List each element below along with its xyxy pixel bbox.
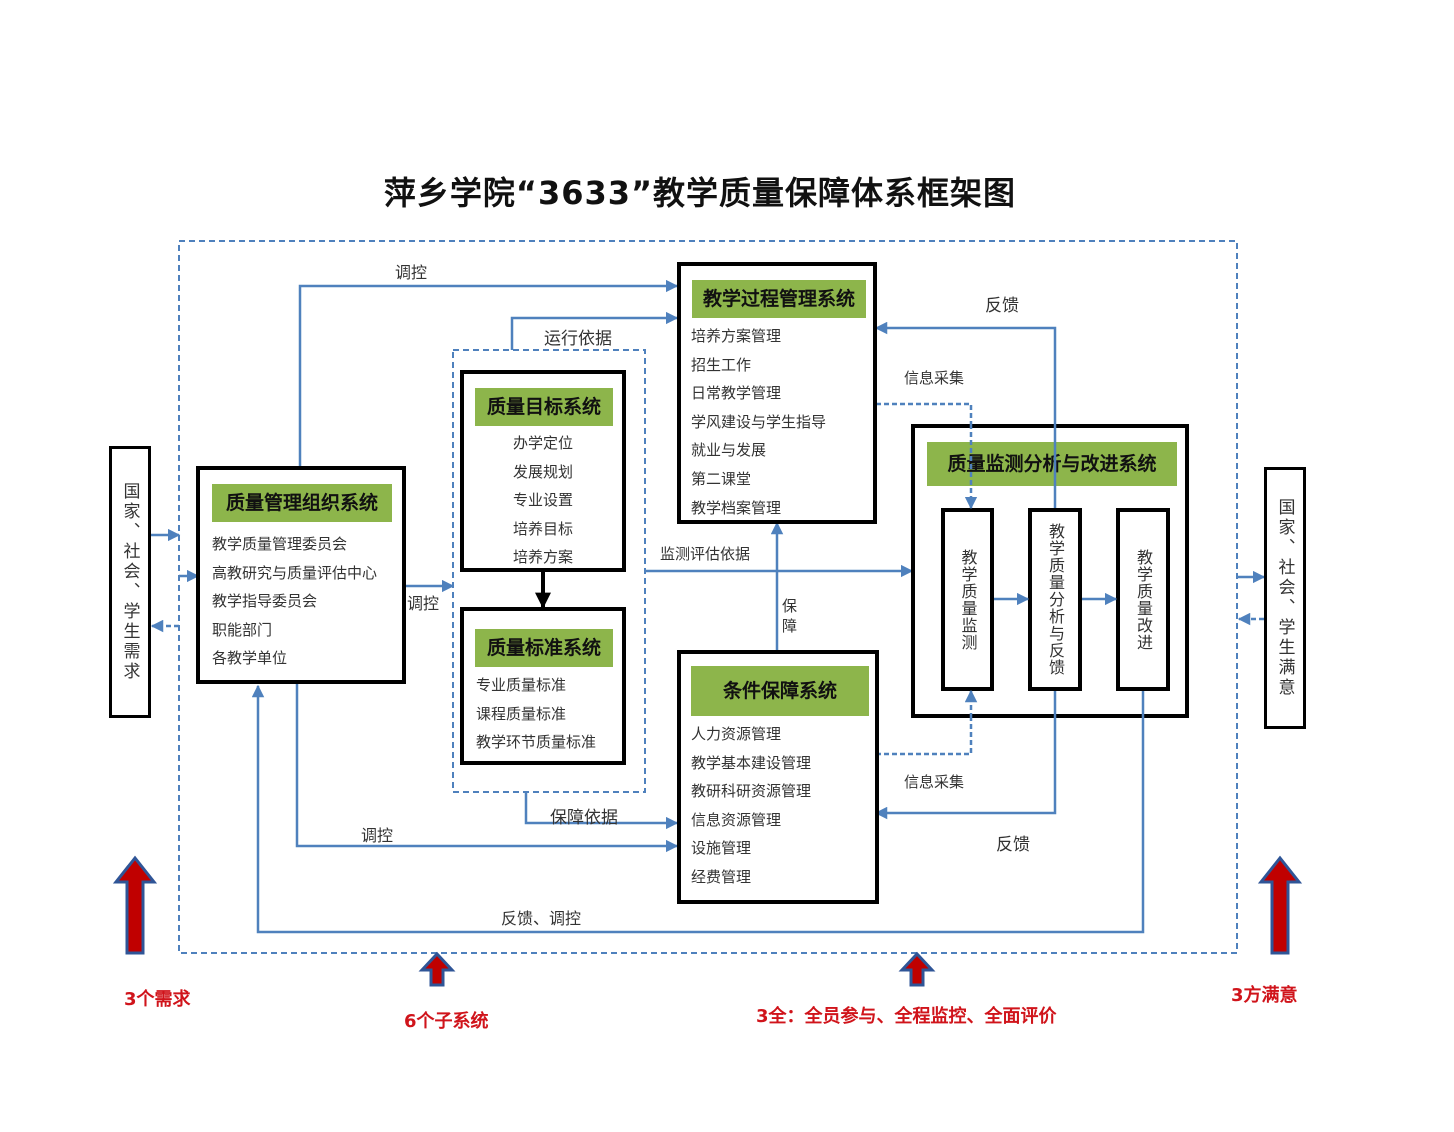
condition-item: 教研科研资源管理 (691, 782, 812, 801)
goal-system-items: 办学定位 发展规划 专业设置 培养目标 培养方案 (464, 429, 622, 572)
label-control-mid: 调控 (407, 594, 440, 613)
condition-item: 设施管理 (691, 839, 752, 858)
guarantee-basis-arrow (524, 792, 679, 830)
stage-monitoring-box: 教学质量监测 (941, 508, 994, 691)
annotation-satisfaction: 3方满意 (1231, 985, 1298, 1006)
standard-system-title: 质量标准系统 (475, 629, 613, 667)
annotation-needs: 3个需求 (124, 989, 191, 1010)
feedback-control-arrow (251, 684, 1145, 934)
annotation-three-all: 3全：全员参与、全程监控、全面评价 (756, 1006, 1057, 1027)
goal-item: 培养目标 (512, 519, 573, 538)
needs-box: 国家、社会、学生需求 (109, 446, 151, 718)
process-item: 招生工作 (691, 355, 752, 374)
label-info-collect-top: 信息采集 (904, 369, 965, 387)
goal-item: 办学定位 (512, 434, 573, 452)
org-system-box: 质量管理组织系统 教学质量管理委员会 高教研究与质量评估中心 教学指导委员会 职… (196, 466, 406, 684)
label-control-top: 调控 (395, 263, 428, 282)
process-item: 教学档案管理 (691, 498, 782, 517)
condition-item: 经费管理 (691, 867, 752, 886)
feedback-bottom-arrow (874, 690, 1057, 820)
stage-improve-box: 教学质量改进 (1116, 508, 1170, 691)
process-item: 培养方案管理 (691, 327, 782, 345)
org-system-items: 教学质量管理委员会 高教研究与质量评估中心 教学指导委员会 职能部门 各教学单位 (212, 530, 377, 673)
process-system-items: 培养方案管理 招生工作 日常教学管理 学风建设与学生指导 就业与发展 第二课堂 … (691, 322, 826, 522)
standard-item: 教学环节质量标准 (476, 733, 597, 752)
label-info-collect-bottom: 信息采集 (904, 773, 965, 791)
control-top-arrow (298, 279, 679, 468)
process-item: 第二课堂 (691, 469, 752, 488)
condition-item: 人力资源管理 (691, 725, 782, 743)
control-bottom-arrow (295, 682, 679, 853)
standard-system-items: 专业质量标准 课程质量标准 教学环节质量标准 (476, 671, 596, 757)
condition-system-title: 条件保障系统 (691, 666, 869, 716)
subsystems-up-arrow (418, 951, 456, 987)
condition-item: 教学基本建设管理 (691, 753, 812, 772)
org-item: 高教研究与质量评估中心 (212, 563, 378, 582)
satisfaction-box: 国家、社会、学生满意 (1264, 467, 1306, 729)
process-system-box: 教学过程管理系统 培养方案管理 招生工作 日常教学管理 学风建设与学生指导 就业… (677, 262, 877, 524)
label-feedback-control: 反馈、调控 (501, 909, 582, 928)
standard-item: 专业质量标准 (476, 676, 567, 694)
needs-text: 国家、社会、学生需求 (119, 482, 140, 682)
condition-item: 信息资源管理 (691, 810, 782, 829)
satisfaction-text: 国家、社会、学生满意 (1274, 498, 1295, 698)
goal-system-title: 质量目标系统 (475, 388, 613, 426)
org-item: 教学指导委员会 (212, 592, 318, 611)
org-item: 各教学单位 (212, 649, 288, 668)
standard-system-box: 质量标准系统 专业质量标准 课程质量标准 教学环节质量标准 (460, 607, 626, 765)
stage-monitoring-text: 教学质量监测 (958, 548, 978, 651)
org-item: 教学质量管理委员会 (212, 535, 348, 553)
standard-item: 课程质量标准 (476, 704, 567, 723)
label-monitor-basis: 监测评估依据 (660, 545, 751, 563)
annotation-subsystems: 6个子系统 (404, 1011, 489, 1032)
stage-analysis-text: 教学质量分析与反馈 (1046, 523, 1065, 676)
page-title: 萍乡学院“3633”教学质量保障体系框架图 (383, 174, 1017, 212)
org-system-title: 质量管理组织系统 (212, 484, 392, 522)
process-item: 学风建设与学生指导 (691, 412, 827, 431)
org-item: 职能部门 (212, 620, 273, 639)
label-guarantee-basis: 保障依据 (550, 808, 618, 828)
goal-system-box: 质量目标系统 办学定位 发展规划 专业设置 培养目标 培养方案 (460, 370, 626, 572)
process-item: 就业与发展 (691, 441, 767, 460)
monitor-system-title: 质量监测分析与改进系统 (927, 442, 1177, 486)
three-all-up-arrow (898, 951, 936, 987)
goal-item: 专业设置 (512, 491, 573, 510)
condition-system-items: 人力资源管理 教学基本建设管理 教研科研资源管理 信息资源管理 设施管理 经费管… (691, 720, 811, 892)
label-run-basis: 运行依据 (544, 329, 612, 349)
goal-item: 培养方案 (512, 548, 573, 567)
stage-analysis-box: 教学质量分析与反馈 (1028, 508, 1082, 691)
stage-improve-text: 教学质量改进 (1134, 548, 1153, 651)
needs-up-arrow (112, 855, 158, 955)
label-support: 保障 (782, 597, 798, 635)
condition-system-box: 条件保障系统 人力资源管理 教学基本建设管理 教研科研资源管理 信息资源管理 设… (677, 650, 879, 904)
run-basis-arrow (510, 311, 679, 350)
label-feedback-bottom: 反馈 (996, 835, 1030, 855)
label-control-bottom: 调控 (361, 826, 394, 845)
label-feedback-top: 反馈 (985, 296, 1019, 316)
process-system-title: 教学过程管理系统 (692, 280, 866, 318)
system-boundary (178, 240, 1238, 954)
process-item: 日常教学管理 (691, 384, 782, 403)
goal-item: 发展规划 (512, 462, 573, 481)
satisfaction-up-arrow (1257, 855, 1303, 955)
